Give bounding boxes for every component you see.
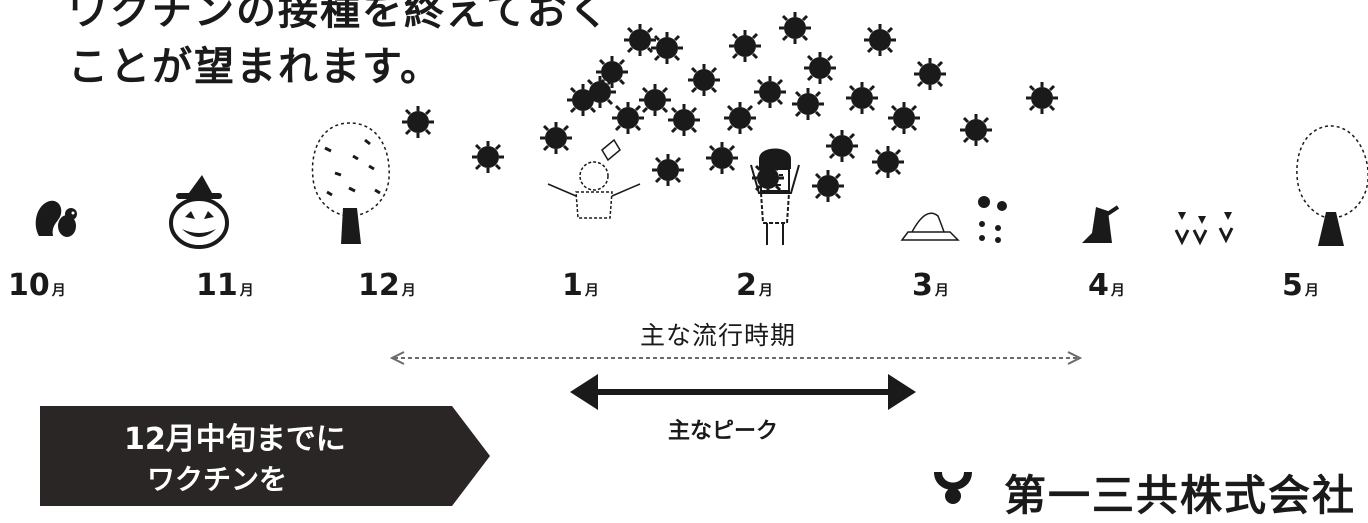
month-number: 11 [196,268,238,303]
company-name: 第一三共株式会社 [1004,471,1357,520]
intro-text-line-2: ことが望まれます。 [68,44,442,90]
month-number: 10 [8,268,50,303]
month-number: 4 [1088,268,1109,303]
season-illustrations [35,122,1368,249]
month-unit: 月 [401,283,416,299]
month-unit: 月 [1304,283,1319,299]
banner-text-line-2: ワクチンを [147,463,288,496]
peak-range-arrow [570,374,916,410]
season-arrows [389,351,1083,410]
season-range-arrow [389,351,1083,365]
month-number: 5 [1282,268,1303,303]
month-unit: 月 [584,283,599,299]
month-unit: 月 [934,283,949,299]
autumn-tree-icon [311,122,390,244]
tree-stump-icon [1082,205,1120,243]
month-number: 12 [358,268,400,303]
recommendation-banner [40,406,490,506]
month-unit: 月 [1110,283,1125,299]
banner-text-line-1: 12月中旬までに [124,422,346,457]
month-unit: 月 [758,283,773,299]
month-number: 1 [562,268,583,303]
intro-text-line-1: ワクチンの接種を終えておく [68,0,611,34]
tulips-icon [1174,212,1234,246]
jack-o-lantern-icon [169,175,229,249]
snowman-icon [547,138,641,219]
month-unit: 月 [51,283,66,299]
squirrel-icon [35,200,77,237]
month-number: 3 [912,268,933,303]
company-logo-icon [934,472,972,504]
month-unit: 月 [239,283,254,299]
spring-tree-icon [1296,125,1368,246]
season-label: 主な流行時期 [640,321,797,350]
hina-doll-icon [900,196,1007,243]
peak-label: 主なピーク [668,419,779,444]
month-number: 2 [736,268,757,303]
